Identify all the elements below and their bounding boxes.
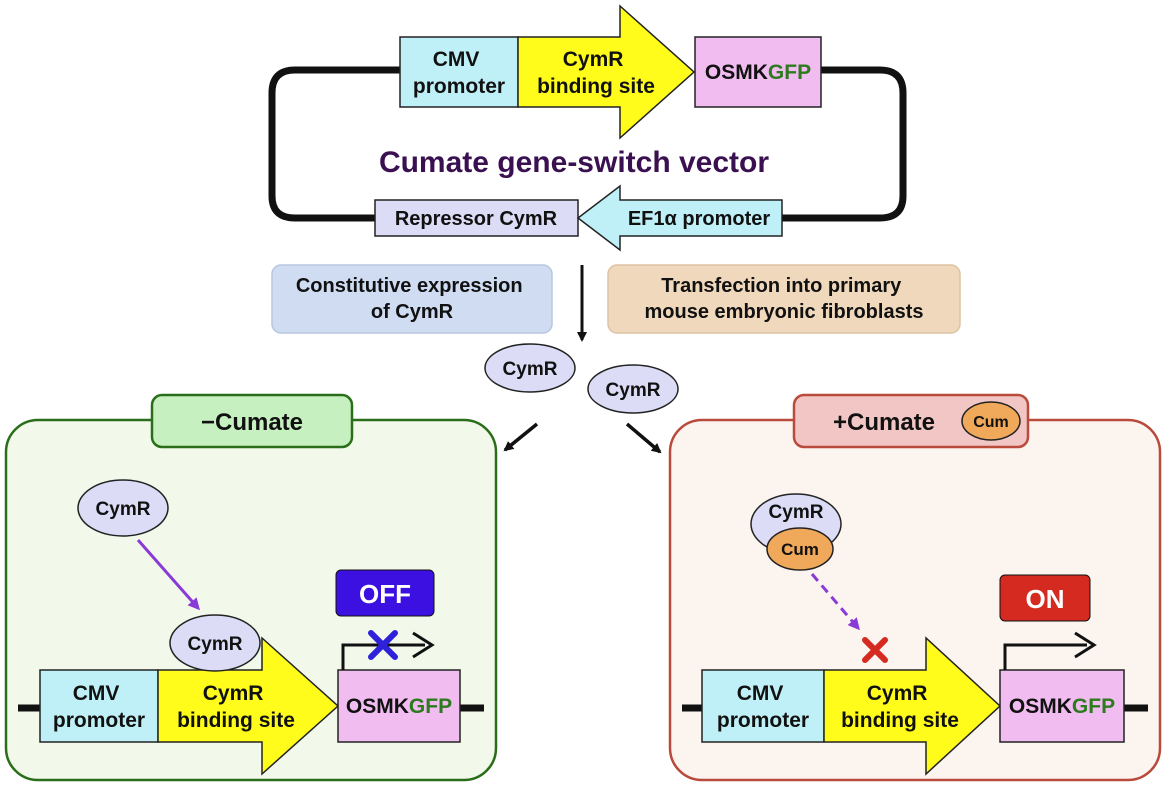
minus-cymr-free-label: CymR	[96, 499, 151, 520]
minus-header-label: −Cumate	[201, 409, 303, 436]
constitutive-label-2: of CymR	[371, 301, 454, 323]
osmk-gfp-box	[694, 36, 822, 108]
cmv-label-2: promoter	[413, 75, 505, 98]
svg-text:Transfection into primary: Transfection into primary mouse embryoni…	[645, 275, 924, 323]
osmk-gfp-label: OSMKGFP	[705, 61, 811, 84]
svg-text:CMV promoter: CMV promoter	[53, 682, 145, 732]
minus-cmv-box	[39, 669, 159, 743]
minus-osmk-gfp-box	[337, 669, 461, 743]
minus-block-x-icon	[368, 630, 398, 660]
plus-header-label: +Cumate	[833, 409, 935, 436]
repressor-cymr-box	[374, 199, 579, 237]
vector-plasmid: CMV promoter CymR binding site OSMKGFP C…	[268, 4, 907, 252]
steps: Constitutive expression of CymR Transfec…	[271, 264, 961, 454]
plus-cmv-label-1: CMV	[737, 682, 784, 705]
free-cymr-2	[587, 364, 679, 414]
plus-block-x-icon	[862, 637, 888, 663]
constitutive-label-1: Constitutive expression	[296, 275, 523, 297]
ef1a-label: EF1α promoter	[628, 208, 771, 230]
minus-osmk-gfp-label: OSMKGFP	[346, 695, 452, 718]
plus-dashed-arrow	[810, 573, 860, 631]
vector-title: Cumate gene-switch vector	[379, 146, 769, 179]
plus-cum	[766, 527, 834, 571]
plus-osmk-gfp-box	[999, 669, 1125, 743]
svg-text:CymR binding site: CymR binding site	[537, 48, 655, 98]
plus-cumate-panel: +Cumate Cum CymR Cum CMV promoter CymR b…	[668, 393, 1162, 782]
free-cymr-2-label: CymR	[606, 380, 661, 401]
cymr-binding-site-arrow	[517, 4, 696, 140]
minus-binding-arrow	[136, 539, 200, 611]
off-badge	[335, 569, 435, 617]
binding-label-1: CymR	[563, 48, 624, 71]
transfection-label-1: Transfection into primary	[661, 275, 902, 297]
plasmid-backbone	[268, 66, 400, 222]
plus-osmk-gfp-label: OSMKGFP	[1009, 695, 1115, 718]
free-cymr-1	[484, 343, 576, 393]
svg-text:CymR binding site: CymR binding site	[177, 682, 295, 732]
minus-binding-site-arrow	[157, 636, 340, 776]
minus-binding-label-1: CymR	[203, 682, 264, 705]
plus-binding-label-1: CymR	[867, 682, 928, 705]
minus-panel-header	[150, 393, 354, 449]
minus-binding-label-2: binding site	[177, 709, 295, 732]
off-badge-label: OFF	[359, 579, 411, 609]
constitutive-expression-box	[271, 264, 553, 334]
plus-binding-label-2: binding site	[841, 709, 959, 732]
on-badge-label: ON	[1026, 584, 1065, 614]
on-badge	[999, 574, 1091, 622]
svg-text:CymR binding site: CymR binding site	[841, 682, 959, 732]
plus-transcription-arrow	[1003, 643, 1087, 670]
minus-cumate-panel: −Cumate CymR CMV promoter CymR binding s…	[4, 393, 498, 782]
cmv-label-1: CMV	[433, 48, 480, 71]
arrow-to-plus	[625, 422, 662, 454]
plus-cmv-box	[701, 669, 825, 743]
minus-cmv-label-2: promoter	[53, 709, 145, 732]
plus-cymr-label: CymR	[769, 502, 824, 523]
svg-text:Constitutive expression: Constitutive expression of CymR	[296, 275, 528, 323]
plus-binding-site-arrow	[823, 636, 1002, 776]
free-cymr-1-label: CymR	[503, 359, 558, 380]
minus-cymr-bound	[169, 614, 261, 672]
binding-label-2: binding site	[537, 75, 655, 98]
svg-text:CMV promoter: CMV promoter	[717, 682, 809, 732]
plus-header-cum-badge	[961, 401, 1021, 441]
arrow-to-minus	[503, 422, 539, 452]
plus-cum-label: Cum	[781, 540, 819, 559]
minus-transcription-arrow	[341, 643, 425, 670]
plus-cmv-label-2: promoter	[717, 709, 809, 732]
plus-header-cum-label: Cum	[973, 414, 1009, 431]
svg-text:CMV promoter: CMV promoter	[413, 48, 505, 98]
repressor-label: Repressor CymR	[395, 208, 558, 230]
minus-cymr-bound-label: CymR	[188, 634, 243, 655]
plasmid-backbone-right	[782, 66, 907, 222]
ef1a-promoter-arrow	[576, 184, 783, 252]
minus-cymr-free	[77, 479, 169, 537]
transfection-box	[607, 264, 961, 334]
transfection-label-2: mouse embryonic fibroblasts	[645, 301, 924, 323]
minus-cmv-label-1: CMV	[73, 682, 120, 705]
